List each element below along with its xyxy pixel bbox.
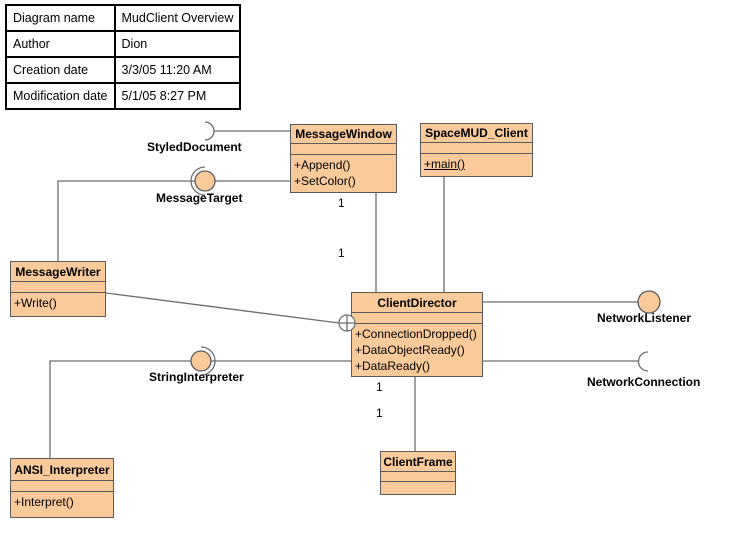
connector-ansiinterpreter-stringinterpreter-clientdirector[interactable]	[49, 360, 351, 459]
operation: +SetColor()	[294, 174, 356, 188]
operation: +DataReady()	[355, 359, 431, 373]
stringinterpreter-ball-icon[interactable]	[190, 350, 212, 372]
diagram-info-table: Diagram name MudClient Overview Author D…	[5, 4, 242, 110]
attributes-compartment	[11, 282, 105, 293]
operation: +main()	[424, 157, 466, 171]
table-row: Creation date 3/3/05 11:20 AM	[5, 56, 242, 84]
class-name: ClientFrame	[381, 452, 455, 472]
info-value: 5/1/05 8:27 PM	[113, 82, 242, 110]
interface-label-styled-document: StyledDocument	[147, 140, 242, 154]
table-row: Modification date 5/1/05 8:27 PM	[5, 82, 242, 110]
operation: +Write()	[14, 296, 57, 310]
multiplicity-label: 1	[338, 196, 345, 210]
operation: +ConnectionDropped()	[355, 327, 477, 341]
class-name: MessageWriter	[11, 262, 105, 282]
operation: +Append()	[294, 158, 351, 172]
class-message-writer[interactable]: MessageWriter +Write()	[10, 261, 106, 317]
operations-compartment: +Write()	[11, 293, 105, 316]
networkconnection-socket-icon[interactable]	[637, 351, 649, 372]
class-name: ClientDirector	[352, 293, 482, 313]
styleddocument-socket-icon[interactable]	[204, 121, 215, 141]
class-spacemud-client[interactable]: SpaceMUD_Client +main()	[420, 123, 533, 177]
class-name: SpaceMUD_Client	[421, 124, 532, 143]
multiplicity-label: 1	[376, 406, 383, 420]
attributes-compartment	[381, 472, 455, 482]
operation: +DataObjectReady()	[355, 343, 465, 357]
connector-messagewriter-clientdirector[interactable]	[105, 292, 340, 324]
stringinterpreter-socket-icon[interactable]	[200, 346, 216, 376]
networklistener-ball-icon[interactable]	[637, 290, 661, 314]
messagetarget-ball-icon[interactable]	[194, 170, 216, 192]
interface-label-message-target: MessageTarget	[156, 191, 243, 205]
operations-compartment: +Append() +SetColor()	[291, 155, 396, 192]
class-name: ANSI_Interpreter	[11, 459, 113, 481]
operations-compartment: +Interpret()	[11, 492, 113, 517]
info-label: Modification date	[5, 82, 116, 110]
class-name: MessageWindow	[291, 125, 396, 144]
interface-label-network-listener: NetworkListener	[597, 311, 692, 325]
info-label: Author	[5, 30, 116, 58]
operations-compartment	[381, 482, 455, 494]
interface-label-network-connection: NetworkConnection	[587, 375, 701, 389]
class-message-window[interactable]: MessageWindow +Append() +SetColor()	[290, 124, 397, 193]
info-value: 3/3/05 11:20 AM	[113, 56, 242, 84]
info-label: Diagram name	[5, 4, 116, 32]
class-ansi-interpreter[interactable]: ANSI_Interpreter +Interpret()	[10, 458, 114, 518]
attributes-compartment	[421, 143, 532, 154]
interface-label-string-interpreter: StringInterpreter	[149, 370, 244, 384]
multiplicity-label: 1	[338, 246, 345, 260]
info-value: MudClient Overview	[113, 4, 242, 32]
operations-compartment: +main()	[421, 154, 532, 176]
class-client-frame[interactable]: ClientFrame	[380, 451, 456, 495]
attributes-compartment	[291, 144, 396, 155]
info-value: Dion	[113, 30, 242, 58]
info-label: Creation date	[5, 56, 116, 84]
multiplicity-label: 1	[376, 380, 383, 394]
table-row: Author Dion	[5, 30, 242, 58]
class-client-director[interactable]: ClientDirector +ConnectionDropped() +Dat…	[351, 292, 483, 377]
table-row: Diagram name MudClient Overview	[5, 4, 242, 32]
attributes-compartment	[352, 313, 482, 324]
operations-compartment: +ConnectionDropped() +DataObjectReady() …	[352, 324, 482, 376]
attributes-compartment	[11, 481, 113, 492]
operation: +Interpret()	[14, 495, 74, 509]
messagetarget-socket-icon[interactable]	[190, 166, 206, 196]
